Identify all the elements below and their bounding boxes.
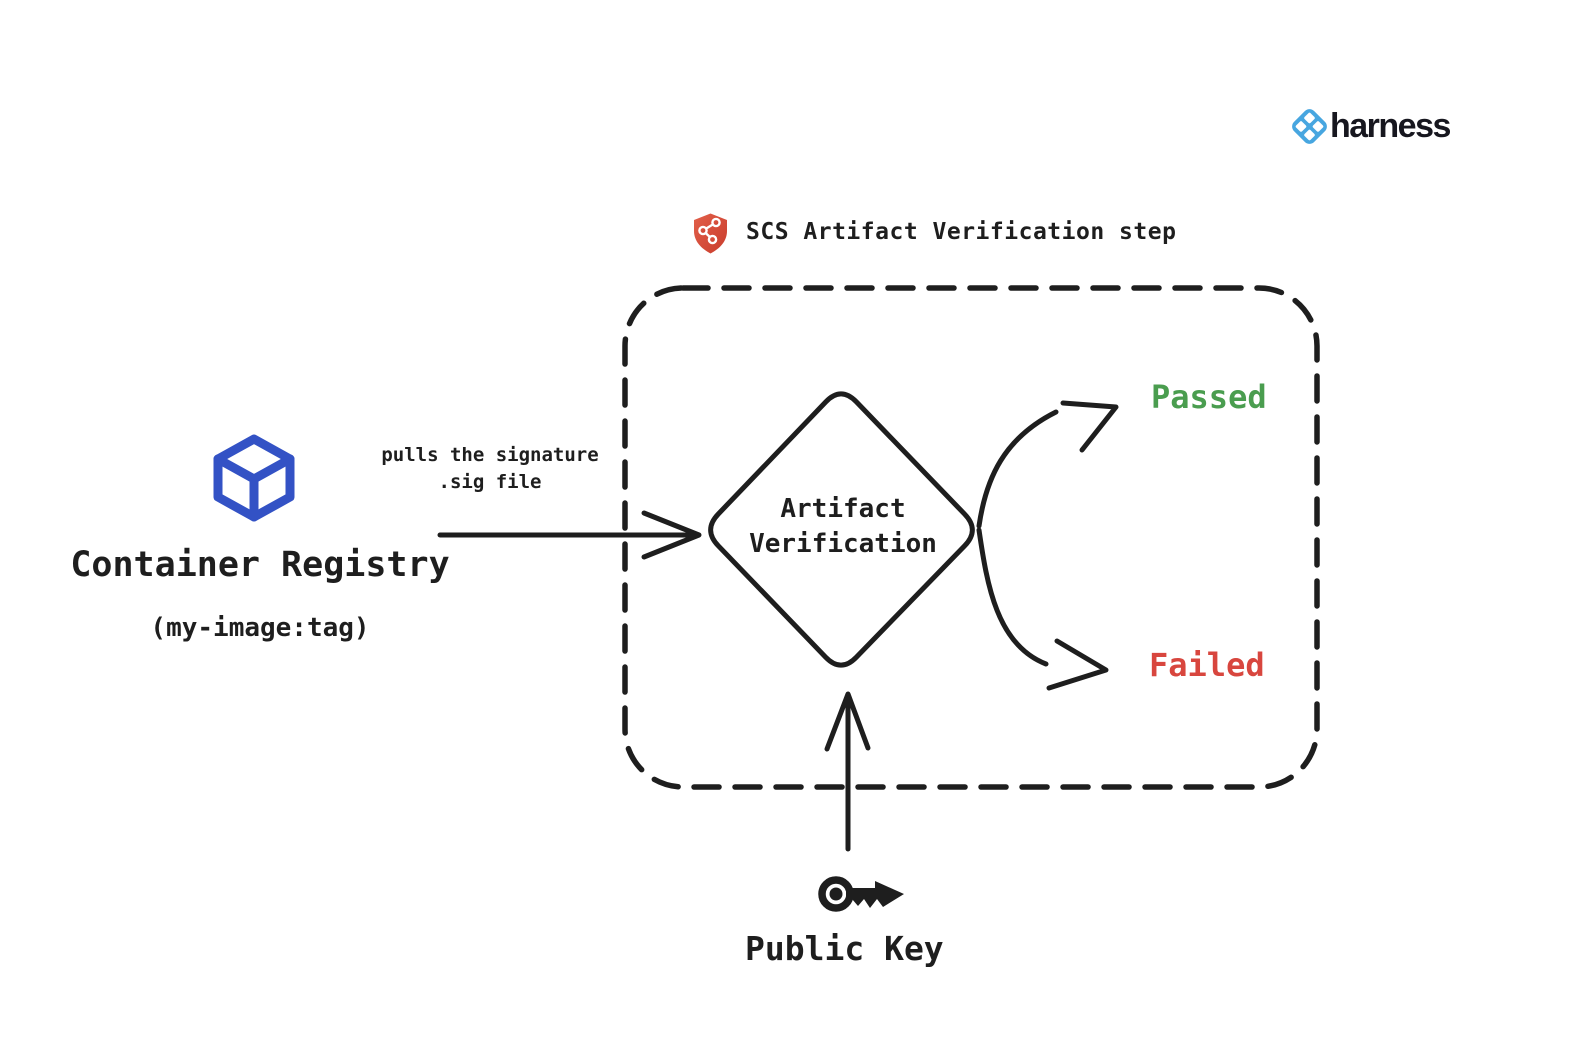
scs-step-boundary [622,285,1320,790]
artifact-verification-diamond [708,391,975,668]
public-key-label: Public Key [745,929,944,968]
artifact-verification-label: Artifact Verification [743,492,943,562]
pull-signature-label: pulls the signature .sig file [380,442,600,496]
container-registry-title: Container Registry [70,545,450,585]
container-registry-subtitle: (my-image:tag) [150,613,370,643]
public-key-arrow [824,691,871,852]
pull-signature-label-line1: pulls the signature [381,444,599,466]
harness-diamond-icon [1292,109,1327,144]
container-registry-node: Container Registry (my-image:tag) [60,545,460,643]
pull-signature-label-line2: .sig file [438,471,542,493]
scs-step-title: SCS Artifact Verification step [746,219,1177,245]
artifact-verification-line1: Artifact [780,494,906,524]
key-icon [818,876,904,912]
cube-icon [213,434,295,522]
failed-label: Failed [1149,646,1265,684]
passed-arrow [976,400,1119,529]
passed-label: Passed [1151,378,1267,416]
harness-brand-text: harness [1330,107,1451,145]
artifact-verification-line2: Verification [749,529,937,559]
shield-branch-icon [694,213,727,254]
failed-arrow [976,527,1109,691]
pull-signature-arrow [437,510,702,560]
